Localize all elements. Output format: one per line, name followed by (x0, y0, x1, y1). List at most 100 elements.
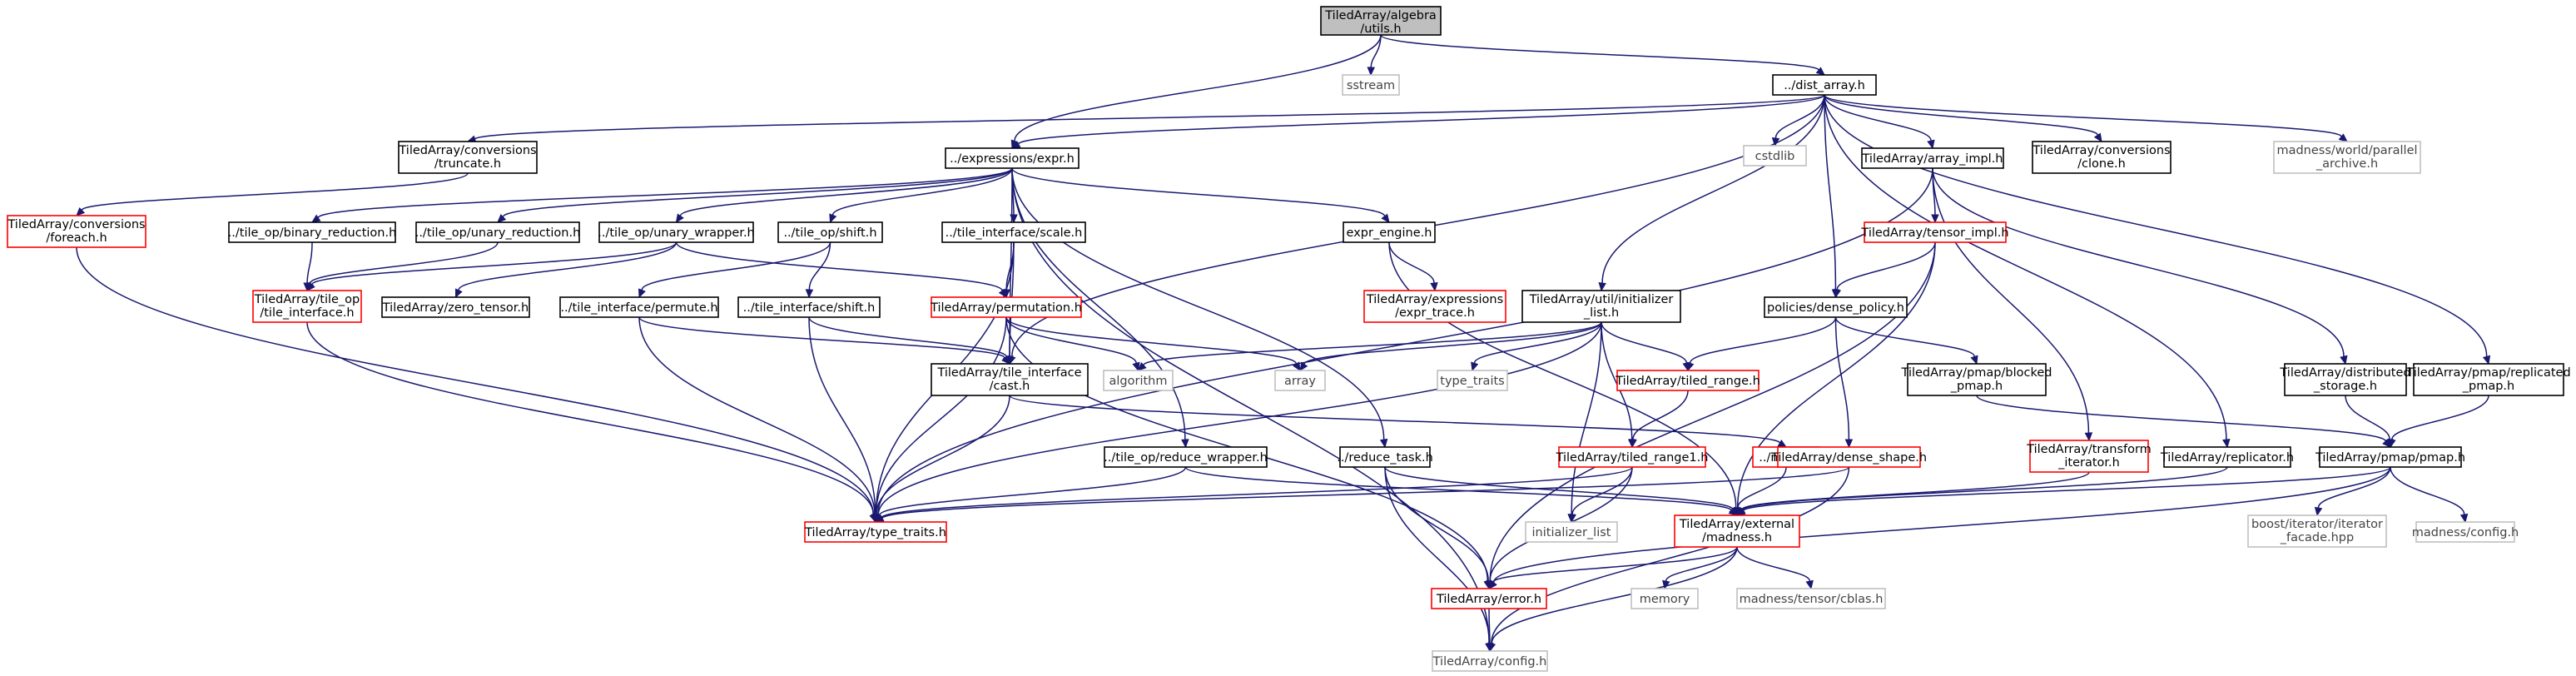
edge-madness-to-error (1488, 546, 1738, 590)
node-box (737, 296, 881, 318)
node-label: ../dist_array.h (1784, 79, 1865, 92)
node-type_traits[interactable]: TiledArray/type_traits.h (804, 521, 947, 543)
edge-dist_array-to-parallel_archive (1824, 94, 2348, 142)
node-madness[interactable]: TiledArray/external/madness.h (1674, 514, 1800, 548)
node-label: ../tile_op/unary_wrapper.h (598, 226, 755, 240)
node-scale[interactable]: ../tile_interface/scale.h (941, 221, 1086, 243)
node-expr[interactable]: ../expressions/expr.h (945, 147, 1080, 169)
node-label: TiledArray/type_traits.h (804, 526, 946, 539)
node-expr_engine[interactable]: expr_engine.h (1343, 221, 1436, 243)
node-tile_interface_h[interactable]: TiledArray/tile_op/tile_interface.h (252, 290, 362, 323)
node-tensor_impl[interactable]: TiledArray/tensor_impl.h (1860, 221, 2009, 243)
edge-initializer-to-tiled_range (1601, 321, 1690, 372)
edge-tensor_impl-to-dense_policy (1833, 241, 1936, 299)
node-sstream[interactable]: sstream (1342, 74, 1400, 96)
edge-madness-to-cblas (1736, 546, 1814, 590)
node-label: _iterator.h (2057, 456, 2120, 470)
node-box (2032, 141, 2171, 174)
node-blocked_pmap[interactable]: TiledArray/pmap/blocked_pmap.h (1901, 363, 2052, 396)
node-pmap[interactable]: TiledArray/pmap/pmap.h (2315, 446, 2465, 468)
node-clone[interactable]: TiledArray/conversions/clone.h (2032, 141, 2171, 174)
node-box (2413, 363, 2564, 396)
node-box (1736, 588, 1886, 609)
node-initializer_list[interactable]: initializer_list (1525, 521, 1618, 543)
node-label: ../tile_interface/permute.h (560, 301, 717, 315)
node-reduce_wrapper[interactable]: ../tile_op/reduce_wrapper.h (1104, 446, 1268, 468)
edge-dist_array-to-expr (1010, 94, 1825, 149)
node-expr_trace[interactable]: TiledArray/expressions/expr_trace.h (1363, 290, 1506, 323)
node-array_impl[interactable]: TiledArray/array_impl.h (1861, 147, 2004, 169)
node-label: TiledArray/conversions (398, 144, 536, 157)
node-reduce_task[interactable]: ../reduce_task.h (1337, 446, 1433, 468)
node-label: TiledArray/conversions (7, 218, 145, 231)
node-madness_config[interactable]: madness/config.h (2412, 521, 2519, 543)
node-cblas[interactable]: madness/tensor/cblas.h (1736, 588, 1886, 609)
node-shift[interactable]: ../tile_op/shift.h (777, 221, 883, 243)
node-box (2247, 514, 2387, 548)
node-tiled_range1[interactable]: TiledArray/tiled_range1.h (1556, 446, 1709, 468)
node-type_traits_std[interactable]: type_traits (1437, 370, 1508, 391)
node-box (941, 221, 1086, 243)
node-label: TiledArray/conversions (2032, 144, 2170, 157)
node-distributed_storage[interactable]: TiledArray/distributed_storage.h (2279, 363, 2411, 396)
node-label: /cast.h (990, 380, 1030, 393)
node-permute[interactable]: ../tile_interface/permute.h (559, 296, 719, 318)
node-label: _pmap.h (2462, 380, 2514, 393)
node-label: /utils.h (1360, 22, 1401, 36)
node-label: /expr_trace.h (1395, 306, 1475, 320)
node-dense_policy[interactable]: policies/dense_policy.h (1764, 296, 1908, 318)
node-foreach[interactable]: TiledArray/conversions/foreach.h (7, 215, 146, 248)
node-label: TiledArray/tensor_impl.h (1860, 226, 2008, 240)
node-error[interactable]: TiledArray/error.h (1431, 588, 1547, 609)
node-replicator[interactable]: TiledArray/replicator.h (2160, 446, 2294, 468)
node-zero_tensor[interactable]: TiledArray/zero_tensor.h (381, 296, 530, 318)
node-tiled_range[interactable]: TiledArray/tiled_range.h (1615, 370, 1760, 391)
edge-replicator-to-madness (1736, 466, 2228, 516)
edge-permutation-to-array (1005, 316, 1301, 372)
node-label: ../tile_op/binary_reduction.h (228, 226, 397, 240)
node-label: /foreach.h (46, 231, 107, 245)
node-transform_iterator[interactable]: TiledArray/transform_iterator.h (2026, 440, 2152, 473)
node-permutation[interactable]: TiledArray/permutation.h (930, 296, 1082, 318)
node-label: initializer_list (1532, 526, 1611, 539)
node-box (1772, 74, 1877, 96)
edge-tiled_range-to-tiled_range1 (1629, 390, 1689, 449)
node-label: TiledArray/algebra (1324, 9, 1437, 22)
node-cast[interactable]: TiledArray/tile_interface/cast.h (931, 363, 1089, 396)
edge-ti_shift-to-cast (808, 316, 1010, 365)
node-box (1343, 221, 1436, 243)
node-parallel_archive[interactable]: madness/world/parallel_archive.h (2273, 141, 2421, 174)
node-box (1743, 145, 1807, 167)
node-box (2163, 446, 2291, 468)
node-unary_reduction[interactable]: ../tile_op/unary_reduction.h (415, 221, 581, 243)
node-box (1521, 290, 1681, 323)
node-array[interactable]: array (1274, 370, 1326, 391)
node-label: TiledArray/permutation.h (930, 301, 1082, 315)
edge-permutation-to-algorithm (1005, 316, 1140, 372)
node-root[interactable]: TiledArray/algebra/utils.h (1320, 6, 1442, 36)
node-label: TiledArray/pmap/pmap.h (2315, 451, 2465, 465)
node-algorithm[interactable]: algorithm (1103, 370, 1174, 391)
edge-expr-to-expr_engine (1011, 167, 1390, 223)
node-label: /truncate.h (434, 157, 501, 171)
edge-dist_array-to-replicated_pmap (1824, 94, 2491, 365)
node-truncate[interactable]: TiledArray/conversions/truncate.h (398, 141, 538, 174)
node-memory[interactable]: memory (1630, 588, 1699, 609)
node-replicated_pmap[interactable]: TiledArray/pmap/replicated_pmap.h (2405, 363, 2571, 396)
node-binary_reduction[interactable]: ../tile_op/binary_reduction.h (228, 221, 397, 243)
node-boost_iter[interactable]: boost/iterator/iterator_facade.hpp (2247, 514, 2387, 548)
node-config[interactable]: TiledArray/config.h (1432, 650, 1548, 672)
node-box (1864, 221, 2007, 243)
node-label: /clone.h (2077, 157, 2126, 171)
node-dense_shape[interactable]: TiledArray/dense_shape.h (1770, 446, 1927, 468)
node-initializer[interactable]: TiledArray/util/initializer_list.h (1521, 290, 1681, 323)
node-dist_array[interactable]: ../dist_array.h (1772, 74, 1877, 96)
node-cstdlib[interactable]: cstdlib (1743, 145, 1807, 167)
node-label: TiledArray/tiled_range1.h (1556, 451, 1709, 465)
node-ti_shift[interactable]: ../tile_interface/shift.h (737, 296, 881, 318)
edge-unary_wrapper-to-zero_tensor (454, 241, 678, 299)
node-box (1103, 370, 1174, 391)
edge-pmap-to-madness_config (2390, 466, 2469, 524)
node-unary_wrapper[interactable]: ../tile_op/unary_wrapper.h (598, 221, 755, 243)
edge-expr-to-binary_reduction (310, 167, 1013, 223)
